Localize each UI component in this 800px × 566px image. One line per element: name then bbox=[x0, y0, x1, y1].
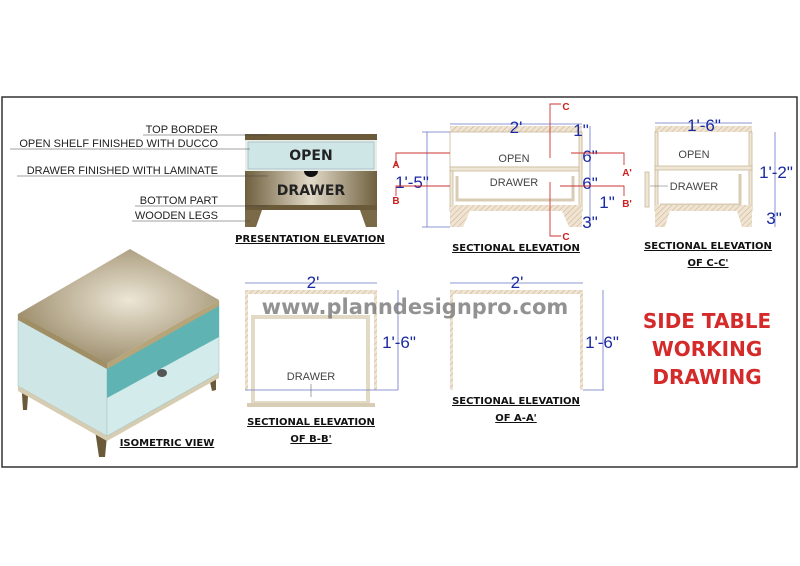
cc-title-1: SECTIONAL ELEVATION bbox=[644, 241, 772, 252]
callout-top-border: TOP BORDER bbox=[146, 124, 218, 136]
isometric-view: ISOMETRIC VIEW bbox=[17, 249, 220, 457]
dim-leg: 3" bbox=[582, 213, 598, 232]
marker-a: A bbox=[392, 160, 399, 171]
cc-dim-leg: 3" bbox=[766, 209, 782, 228]
cc-open-label: OPEN bbox=[678, 149, 709, 161]
drawer-handle-icon bbox=[304, 171, 318, 177]
bb-title-1: SECTIONAL ELEVATION bbox=[247, 417, 375, 428]
sectional-open-label: OPEN bbox=[498, 153, 529, 165]
aa-title-2: OF A-A' bbox=[495, 413, 537, 424]
presentation-title: PRESENTATION ELEVATION bbox=[235, 234, 385, 245]
dim-bottom: 1" bbox=[599, 193, 615, 212]
aa-title-1: SECTIONAL ELEVATION bbox=[452, 396, 580, 407]
sectional-elevation: OPEN DRAWER 2' 1'-5" 1" 6" 6" 1" 3" A A'… bbox=[392, 102, 631, 254]
bb-drawer-label: DRAWER bbox=[287, 371, 336, 383]
marker-b: B bbox=[392, 196, 399, 207]
marker-a-prime: A' bbox=[622, 168, 632, 179]
dim-width: 2' bbox=[510, 118, 523, 137]
presentation-elevation: OPEN DRAWER TOP BORDER OPEN SHELF FINISH… bbox=[10, 124, 385, 245]
bb-dim-height: 1'-6" bbox=[382, 333, 416, 352]
cc-dim-width: 1'-6" bbox=[687, 116, 721, 135]
leg-right bbox=[360, 210, 377, 227]
cc-drawer-label: DRAWER bbox=[670, 181, 719, 193]
callout-bottom-part: BOTTOM PART bbox=[140, 195, 219, 207]
open-label: OPEN bbox=[289, 148, 332, 164]
dim-top: 1" bbox=[573, 121, 589, 140]
dim-open: 6" bbox=[582, 147, 598, 166]
dim-drawer: 6" bbox=[582, 174, 598, 193]
leg-left bbox=[245, 210, 262, 227]
section-aa: 2' 1'-6" SECTIONAL ELEVATION OF A-A' bbox=[450, 273, 619, 424]
drawing-heading: SIDE TABLE WORKING DRAWING bbox=[643, 309, 771, 389]
bb-dim-width: 2' bbox=[307, 273, 320, 292]
marker-c-bottom: C bbox=[562, 232, 569, 243]
bottom-part bbox=[245, 205, 377, 210]
watermark: www.planndesignpro.com bbox=[262, 295, 569, 319]
drawer-front bbox=[245, 171, 377, 210]
drawer-label: DRAWER bbox=[277, 183, 346, 199]
heading-line-3: DRAWING bbox=[652, 365, 761, 389]
open-shelf bbox=[247, 141, 375, 170]
section-cc: OPEN DRAWER 1'-6" 1'-2" 3" SECTIONAL ELE… bbox=[644, 116, 793, 269]
aa-dim-height: 1'-6" bbox=[585, 333, 619, 352]
heading-line-1: SIDE TABLE bbox=[643, 309, 771, 333]
isometric-title: ISOMETRIC VIEW bbox=[120, 438, 215, 449]
bb-title-2: OF B-B' bbox=[290, 434, 331, 445]
marker-c-top: C bbox=[562, 102, 569, 113]
cc-title-2: OF C-C' bbox=[688, 258, 729, 269]
aa-dim-width: 2' bbox=[511, 273, 524, 292]
iso-handle-icon bbox=[157, 369, 167, 377]
dim-height: 1'-5" bbox=[395, 173, 429, 192]
callout-wooden-legs: WOODEN LEGS bbox=[135, 210, 218, 222]
callout-open-shelf: OPEN SHELF FINISHED WITH DUCCO bbox=[19, 138, 218, 150]
heading-line-2: WORKING bbox=[652, 337, 763, 361]
top-border bbox=[245, 134, 377, 140]
sectional-drawer-label: DRAWER bbox=[490, 177, 539, 189]
cc-dim-height: 1'-2" bbox=[759, 163, 793, 182]
section-bb: 2' 1'-6" DRAWER SECTIONAL ELEVATION OF B… bbox=[245, 273, 416, 445]
callout-drawer: DRAWER FINISHED WITH LAMINATE bbox=[27, 165, 218, 177]
marker-b-prime: B' bbox=[622, 199, 632, 210]
sectional-title: SECTIONAL ELEVATION bbox=[452, 243, 580, 254]
